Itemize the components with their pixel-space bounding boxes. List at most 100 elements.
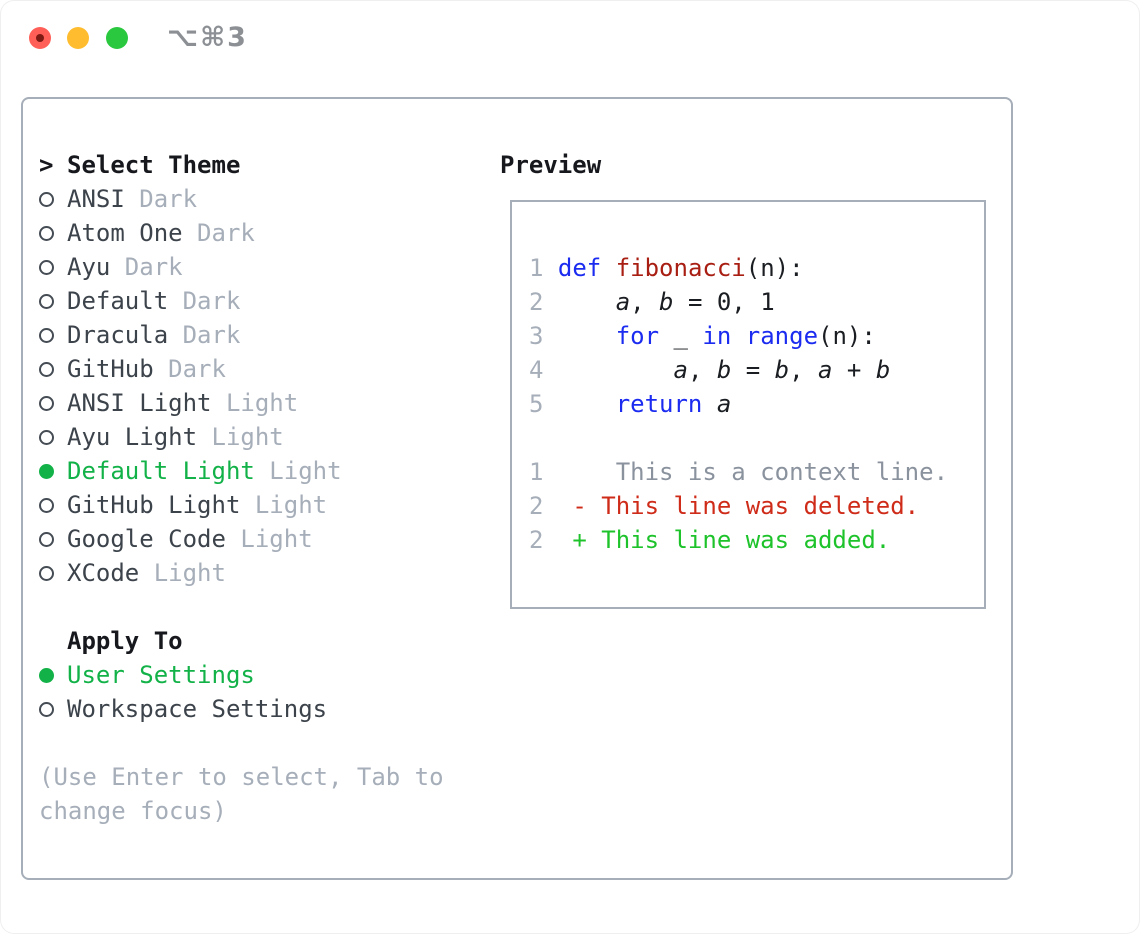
code-line: 2 - This line was deleted. — [529, 489, 984, 523]
line-number: 4 — [529, 356, 544, 384]
code-token-var: b — [716, 356, 732, 384]
option-label: Atom One — [67, 219, 183, 247]
line-number: 2 — [529, 526, 544, 554]
option-label: ANSI Light — [67, 389, 212, 417]
radio-unselected-icon — [39, 395, 54, 411]
code-token-kw: in — [702, 322, 732, 350]
code-token-fn: fibonacci — [615, 254, 746, 282]
code-token-pl: _ — [659, 322, 703, 350]
code-token-pl: , — [789, 356, 819, 384]
code-line: 2 a, b = 0, 1 — [529, 285, 984, 319]
variant-label: Dark — [168, 287, 241, 315]
radio-marker — [39, 429, 67, 445]
radio-selected-icon — [39, 463, 54, 479]
theme-option-ayu-light[interactable]: Ayu Light Light — [39, 420, 451, 454]
radio-marker — [39, 225, 67, 241]
theme-option-ayu[interactable]: Ayu Dark — [39, 250, 451, 284]
theme-option-default-light[interactable]: Default Light Light — [39, 454, 451, 488]
option-label: Dracula — [67, 321, 169, 349]
code-line — [529, 421, 984, 455]
code-token-pl: = — [731, 356, 775, 384]
theme-option-google-code[interactable]: Google Code Light — [39, 522, 451, 556]
spacer — [39, 726, 451, 760]
apply-to-heading: Apply To — [67, 627, 183, 655]
theme-option-atom-one[interactable]: Atom One Dark — [39, 216, 451, 250]
radio-marker — [39, 667, 67, 683]
minimize-button[interactable] — [67, 27, 89, 49]
code-token-add: + This line was added. — [557, 526, 891, 554]
code-line: 1 This is a context line. — [529, 455, 984, 489]
theme-option-default[interactable]: Default Dark — [39, 284, 451, 318]
theme-option-ansi-light[interactable]: ANSI Light Light — [39, 386, 451, 420]
code-token-pl — [558, 288, 616, 316]
select-theme-heading-row: > Select Theme — [39, 148, 451, 182]
code-token-var: b — [875, 356, 891, 384]
theme-option-github-light[interactable]: GitHub Light Light — [39, 488, 451, 522]
radio-marker — [39, 701, 67, 717]
select-theme-heading: Select Theme — [67, 151, 241, 179]
variant-label: Light — [197, 423, 284, 451]
code-token-del: - This line was deleted. — [557, 492, 920, 520]
code-token-kw: range — [745, 322, 819, 350]
code-token-kw: return — [615, 390, 703, 418]
code-token-var: a — [615, 288, 631, 316]
line-number: 1 — [529, 458, 544, 486]
line-number: 5 — [529, 390, 544, 418]
radio-marker — [39, 327, 67, 343]
maximize-button[interactable] — [106, 27, 128, 49]
variant-label: Dark — [153, 355, 226, 383]
option-label: Workspace Settings — [67, 695, 328, 723]
variant-label: Light — [139, 559, 226, 587]
radio-unselected-icon — [39, 191, 54, 207]
radio-selected-icon — [39, 667, 54, 683]
option-label: Default — [67, 287, 169, 315]
code-line: 3 for _ in range(n): — [529, 319, 984, 353]
radio-unselected-icon — [39, 361, 54, 377]
code-token-pl: + — [832, 356, 876, 384]
option-label: Ayu — [67, 253, 111, 281]
radio-unselected-icon — [39, 531, 54, 547]
code-token-pl: , — [630, 288, 660, 316]
option-label: Default Light — [67, 457, 255, 485]
code-token-pl: (n): — [745, 254, 804, 282]
theme-option-github[interactable]: GitHub Dark — [39, 352, 451, 386]
option-label: GitHub Light — [67, 491, 241, 519]
variant-label: Light — [254, 457, 342, 485]
radio-marker — [39, 565, 67, 581]
code-token-var: a — [716, 390, 732, 418]
radio-marker — [39, 293, 67, 309]
apply-option-user-settings[interactable]: User Settings — [39, 658, 451, 692]
variant-label: Dark — [124, 185, 198, 213]
code-token-pl: (n): — [818, 322, 876, 350]
theme-option-xcode[interactable]: XCode Light — [39, 556, 451, 590]
line-number: 2 — [529, 492, 544, 520]
option-label: User Settings — [67, 661, 255, 689]
radio-marker — [39, 463, 67, 479]
theme-option-dracula[interactable]: Dracula Dark — [39, 318, 451, 352]
radio-unselected-icon — [39, 259, 54, 275]
apply-option-workspace-settings[interactable]: Workspace Settings — [39, 692, 451, 726]
code-token-pl — [601, 254, 615, 282]
variant-label: Dark — [182, 219, 255, 247]
option-label: Ayu Light — [67, 423, 198, 451]
radio-marker — [39, 395, 67, 411]
code-token-var: b — [774, 356, 790, 384]
close-button[interactable] — [29, 27, 51, 49]
code-token-kw: def — [557, 254, 602, 282]
prompt-marker: > — [39, 151, 67, 179]
code-line: 2 + This line was added. — [529, 523, 984, 557]
code-token-var: b — [659, 288, 674, 316]
line-number: 1 — [529, 254, 544, 282]
theme-option-ansi[interactable]: ANSI Dark — [39, 182, 451, 216]
code-line: 5 return a — [529, 387, 984, 421]
line-number: 3 — [529, 322, 544, 350]
variant-label: Light — [225, 525, 313, 553]
radio-marker — [39, 531, 67, 547]
preview-heading: Preview — [500, 151, 602, 179]
option-label: ANSI — [67, 185, 125, 213]
